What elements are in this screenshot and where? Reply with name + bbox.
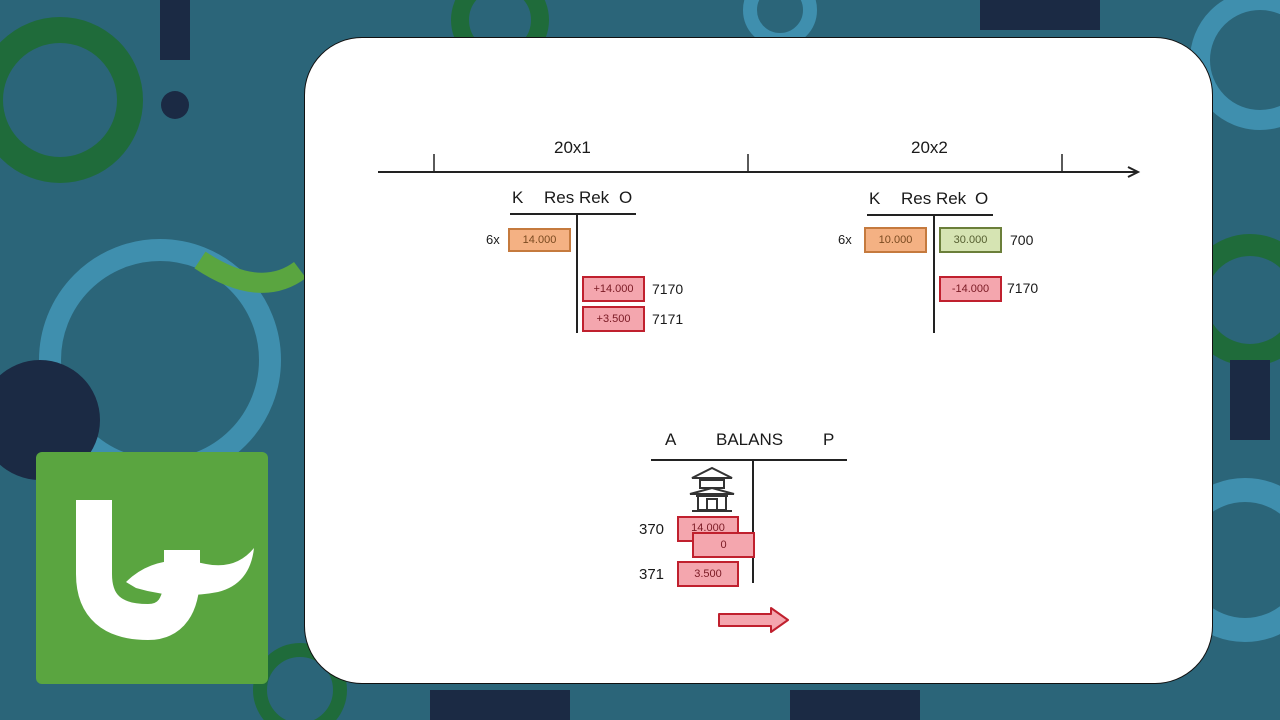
t-account-title: Res Rek xyxy=(544,188,610,207)
credit-entry: 30.000 xyxy=(939,227,1002,253)
credit-entry: +3.500 xyxy=(582,306,645,332)
asset-entry: 0 xyxy=(692,532,755,558)
balans-left-label: A xyxy=(665,430,677,449)
credit-entry: +14.000 xyxy=(582,276,645,302)
period-label: 20x1 xyxy=(554,138,591,157)
t-account-vertical-line xyxy=(933,214,935,333)
balans-horizontal-line xyxy=(651,459,847,461)
entry-label: 7170 xyxy=(1007,280,1039,296)
entry-label: 6x xyxy=(486,232,500,247)
debit-entry: 10.000 xyxy=(864,227,927,253)
t-account-horizontal-line xyxy=(510,213,636,215)
entry-label: 370 xyxy=(639,521,665,538)
building-icon xyxy=(689,466,735,512)
t-account-left-label: K xyxy=(869,189,881,208)
brand-logo xyxy=(36,452,268,684)
entry-label: 7170 xyxy=(652,281,684,297)
balans-vertical-line xyxy=(752,459,754,583)
entry-label: 7171 xyxy=(652,311,684,327)
t-account-left-label: K xyxy=(512,188,524,207)
t-account-title: Res Rek xyxy=(901,189,967,208)
right-arrow-icon xyxy=(718,607,789,633)
slide-card xyxy=(304,37,1213,684)
entry-label: 371 xyxy=(639,566,665,583)
debit-entry: 14.000 xyxy=(508,228,571,252)
asset-entry: 3.500 xyxy=(677,561,739,587)
t-account-horizontal-line xyxy=(867,214,993,216)
t-account-right-label: O xyxy=(619,188,633,207)
t-account-right-label: O xyxy=(975,189,989,208)
t-account-vertical-line xyxy=(576,213,578,333)
balans-right-label: P xyxy=(823,430,835,449)
timeline-arrow xyxy=(378,154,1141,178)
credit-entry: -14.000 xyxy=(939,276,1002,302)
entry-label: 700 xyxy=(1010,232,1034,248)
logo-mark-icon xyxy=(76,500,254,641)
period-label: 20x2 xyxy=(911,138,948,157)
entry-label: 6x xyxy=(838,232,852,247)
balans-title: BALANS xyxy=(716,430,784,449)
